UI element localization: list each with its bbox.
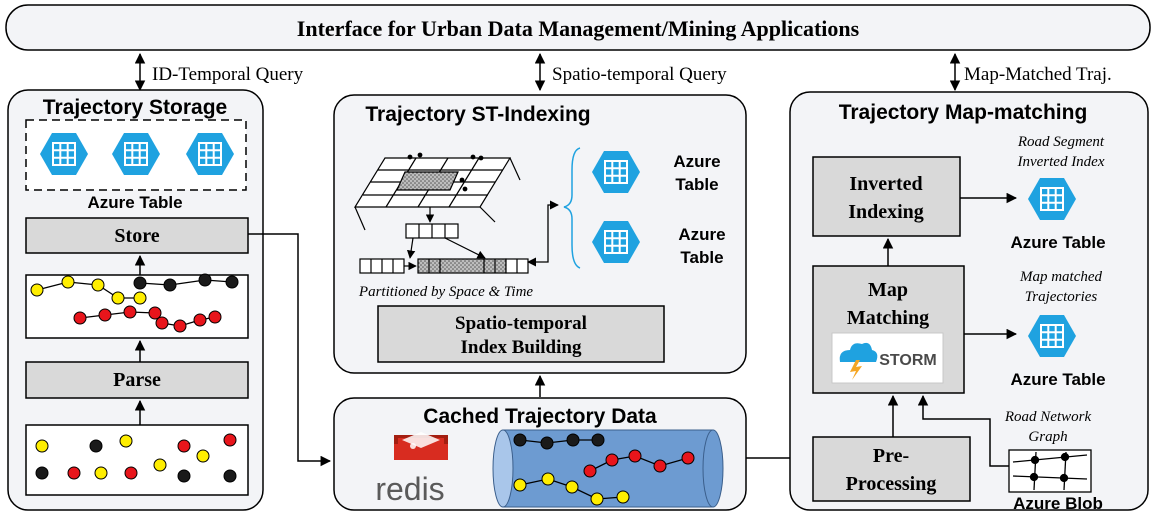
mapmatch-azure-label-top: Azure Table — [1010, 233, 1105, 252]
road-network-label-2: Graph — [1028, 429, 1067, 445]
index-building-box — [377, 305, 665, 363]
cached-trajectory-lines — [513, 433, 695, 506]
spatial-grid-illustration — [353, 152, 521, 231]
raw-gps-points-box — [25, 424, 249, 496]
banner-title: Interface for Urban Data Management/Mini… — [297, 16, 860, 41]
spatio-temporal-query-label: Spatio-temporal Query — [552, 64, 727, 85]
road-network-graph-lines — [1012, 451, 1088, 491]
inverted-indexing-box — [812, 156, 961, 237]
map-matching-title: Trajectory Map-matching — [839, 101, 1088, 124]
redis-label: redis — [375, 471, 444, 507]
store-to-cache-arrow — [248, 233, 332, 467]
raw-gps-points — [35, 433, 237, 483]
store-label: Store — [114, 225, 159, 247]
parse-label: Parse — [113, 369, 161, 391]
partition-caption: Partitioned by Space & Time — [358, 284, 533, 300]
index-building-label-1: Spatio-temporal — [455, 313, 587, 334]
indexing-azure-label-1b: Table — [675, 175, 718, 194]
pre-processing-label-2: Processing — [846, 473, 937, 495]
inverted-indexing-label-2: Indexing — [848, 201, 924, 223]
map-matched-traj-label-1: Map matched — [1019, 269, 1103, 285]
storm-label: STORM — [879, 352, 936, 369]
mapmatch-azure-label-mid: Azure Table — [1010, 370, 1105, 389]
index-building-label-2: Index Building — [461, 337, 582, 358]
roadnet-to-matching-arrow — [917, 394, 1009, 467]
store-box — [25, 217, 249, 254]
app-interface-banner — [5, 4, 1151, 51]
id-temporal-query-label: ID-Temporal Query — [152, 64, 304, 85]
map-matching-label-1: Map — [868, 279, 908, 301]
redis-logo-icon — [394, 432, 448, 460]
azure-blob-label: Azure Blob — [1013, 494, 1103, 513]
parse-box — [25, 361, 249, 399]
map-matched-traj-label-2: Trajectories — [1025, 289, 1098, 305]
pre-processing-label-1: Pre- — [873, 445, 909, 467]
map-matched-traj-label: Map-Matched Traj. — [964, 64, 1112, 85]
road-network-label-1: Road Network — [1004, 409, 1092, 425]
storm-cloud-icon — [839, 342, 878, 380]
indexing-azure-label-1a: Azure — [673, 152, 720, 171]
st-indexing-title: Trajectory ST-Indexing — [365, 103, 590, 126]
map-matching-label-2: Matching — [847, 307, 929, 329]
inverted-indexing-label-1: Inverted — [849, 173, 922, 195]
road-segment-label-1: Road Segment — [1017, 134, 1105, 150]
road-network-graph-icon — [1008, 449, 1092, 493]
parsed-trajectory-lines — [30, 273, 239, 333]
index-to-azure-arrow — [527, 200, 559, 267]
pre-processing-box — [812, 436, 971, 502]
road-segment-label-2: Inverted Index — [1016, 154, 1104, 170]
storage-azure-table-label: Azure Table — [87, 193, 182, 212]
azure-table-brace — [563, 147, 581, 269]
data-cylinder — [492, 429, 724, 508]
cache-title: Cached Trajectory Data — [423, 405, 657, 428]
index-tree-illustration — [359, 207, 529, 274]
trajectory-storage-title: Trajectory Storage — [43, 96, 227, 119]
indexing-azure-label-2b: Table — [680, 248, 723, 267]
indexing-azure-label-2a: Azure — [678, 225, 725, 244]
